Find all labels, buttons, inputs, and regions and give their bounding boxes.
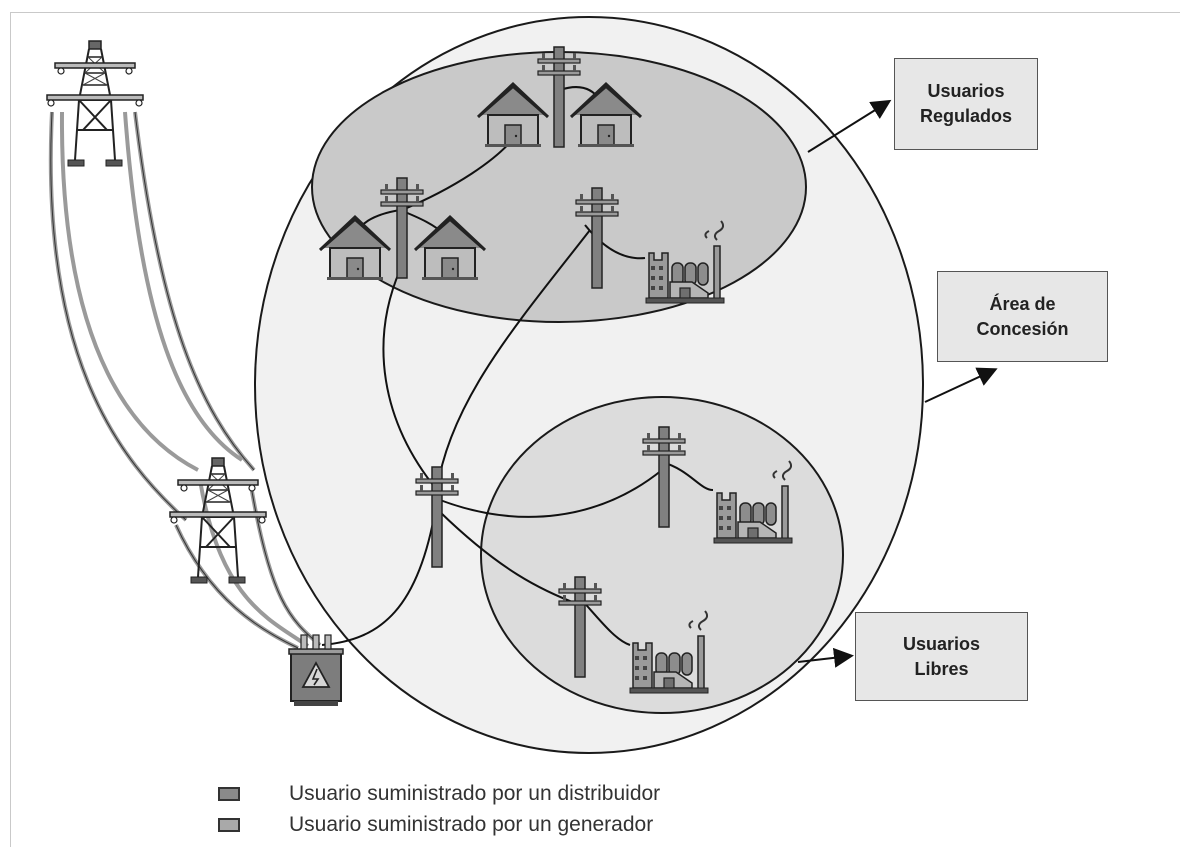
label-usuarios-regulados: Usuarios Regulados: [894, 58, 1038, 150]
label-line-1: Usuarios: [902, 633, 981, 654]
legend-swatch: [218, 818, 240, 832]
label-line-2: Concesión: [976, 318, 1069, 339]
frame-border: [10, 12, 1180, 847]
transmission-lines-outline: [50, 111, 321, 649]
label-area-de-concesion: Área de Concesión: [937, 271, 1108, 362]
free-users-area: [480, 396, 844, 714]
arrow-concesion: [924, 367, 998, 403]
legend-label: Usuario suministrado por un distribuidor: [289, 782, 661, 805]
legend-swatch: [218, 787, 240, 801]
legend-item-generador: Usuario suministrado por un generador: [218, 813, 653, 837]
label-line-2: Libres: [914, 658, 969, 679]
legend-label: Usuario suministrado por un generador: [289, 813, 654, 836]
label-line-1: Usuarios: [927, 81, 1005, 101]
label-line-1: Área de: [989, 293, 1056, 314]
label-line-2: Regulados: [919, 106, 1012, 126]
label-usuarios-libres: Usuarios Libres: [855, 612, 1028, 701]
arrow-regulados: [807, 99, 892, 153]
arrow-libres: [797, 647, 854, 668]
legend-item-distribuidor: Usuario suministrado por un distribuidor: [218, 782, 660, 806]
